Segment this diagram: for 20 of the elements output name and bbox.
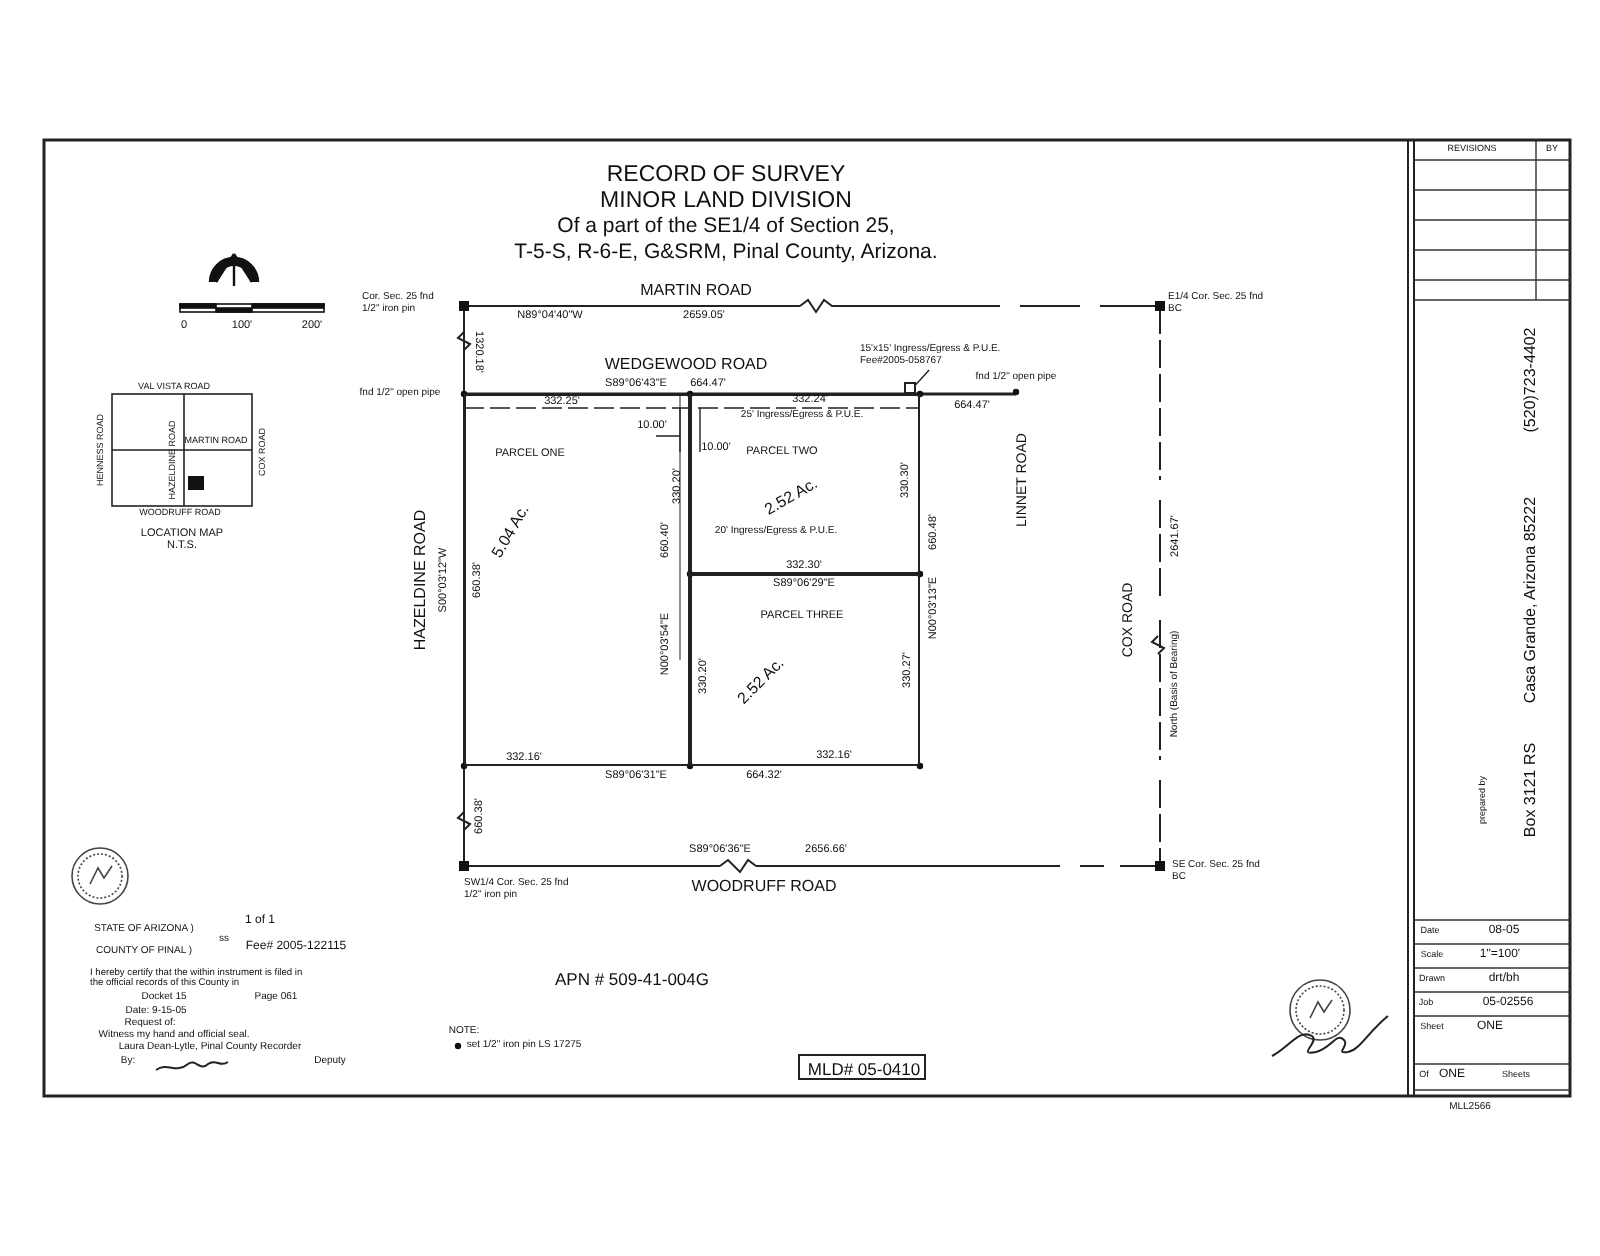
road-name: WOODRUFF ROAD bbox=[691, 879, 837, 897]
road-name: WEDGEWOOD ROAD bbox=[604, 357, 768, 375]
parcel-number-text: APN # 509-41-004G bbox=[554, 970, 710, 990]
road-name: MARTIN ROAD bbox=[640, 283, 752, 301]
easement-box bbox=[904, 382, 916, 394]
leader-line bbox=[915, 369, 930, 386]
title-block-text: Casa Grande, Arizona 85222 bbox=[1523, 496, 1541, 704]
subtitle-text: T-5-S, R-6-E, G&SRM, Pinal County, Arizona. bbox=[514, 242, 938, 266]
title-block-text: (520)723-4402 bbox=[1523, 327, 1541, 433]
map-number-box bbox=[798, 1054, 926, 1080]
parcel-area bbox=[690, 394, 920, 574]
road-name: HAZELDINE ROAD bbox=[413, 509, 431, 651]
title-block-text: Box 3121 RS bbox=[1523, 742, 1541, 838]
diagram-title: RECORD OF SURVEY bbox=[606, 163, 846, 189]
subtitle-text: MINOR LAND DIVISION bbox=[600, 189, 852, 215]
map-number: MLD# 05-0410 bbox=[807, 1059, 921, 1079]
parcel-area bbox=[464, 394, 690, 766]
acreage-text: 2.52 Ac. bbox=[762, 475, 822, 521]
subtitle-text: Of a part of the SE1/4 of Section 25, bbox=[557, 216, 895, 240]
parcel-area bbox=[690, 574, 920, 766]
